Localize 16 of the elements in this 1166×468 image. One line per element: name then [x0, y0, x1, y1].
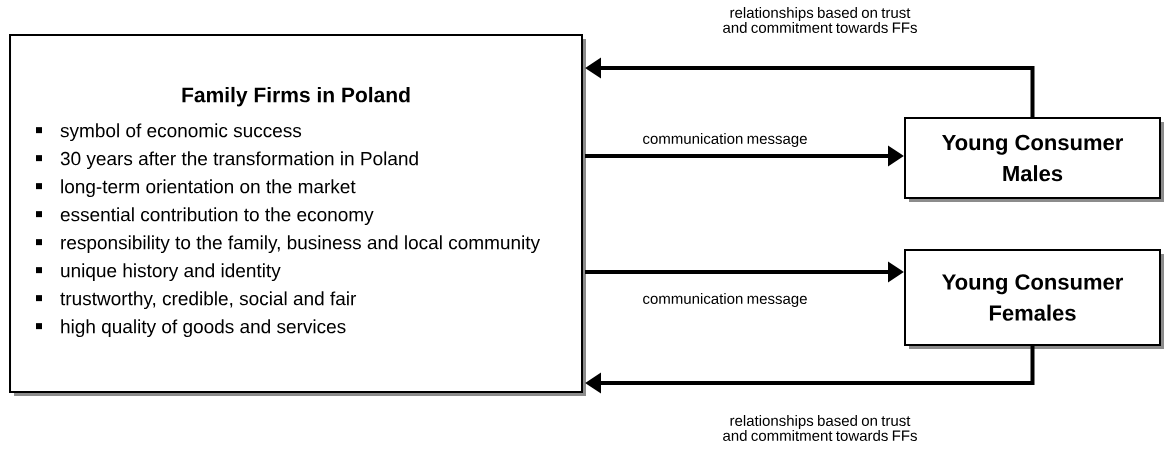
bullet-item: unique history and identity [36, 263, 281, 282]
bullet-item: high quality of goods and services [36, 319, 346, 338]
info-box [9, 34, 586, 396]
bullet-item: symbol of economic success [36, 123, 302, 142]
edge-label: communication message [643, 293, 807, 307]
bullet-item: trustworthy, credible, social and fair [36, 291, 357, 310]
box-title: Family Firms in Poland [182, 86, 410, 107]
bullet-item: responsibility to the family, business and local community [36, 235, 540, 254]
consumer-box: Young Consumer Females [904, 249, 1164, 349]
edge-label: communication message [643, 133, 807, 147]
edge-label: relationships based on trust and commitment towards FFs [723, 7, 917, 33]
bullet-item: long-term orientation on the market [36, 179, 356, 198]
bullet-item: 30 years after the transformation in Poland [36, 151, 418, 170]
bullet-item: essential contribution to the economy [36, 207, 374, 226]
edge-label: relationships based on trust and commitment towards FFs [723, 415, 917, 441]
consumer-box: Young Consumer Males [904, 117, 1164, 202]
